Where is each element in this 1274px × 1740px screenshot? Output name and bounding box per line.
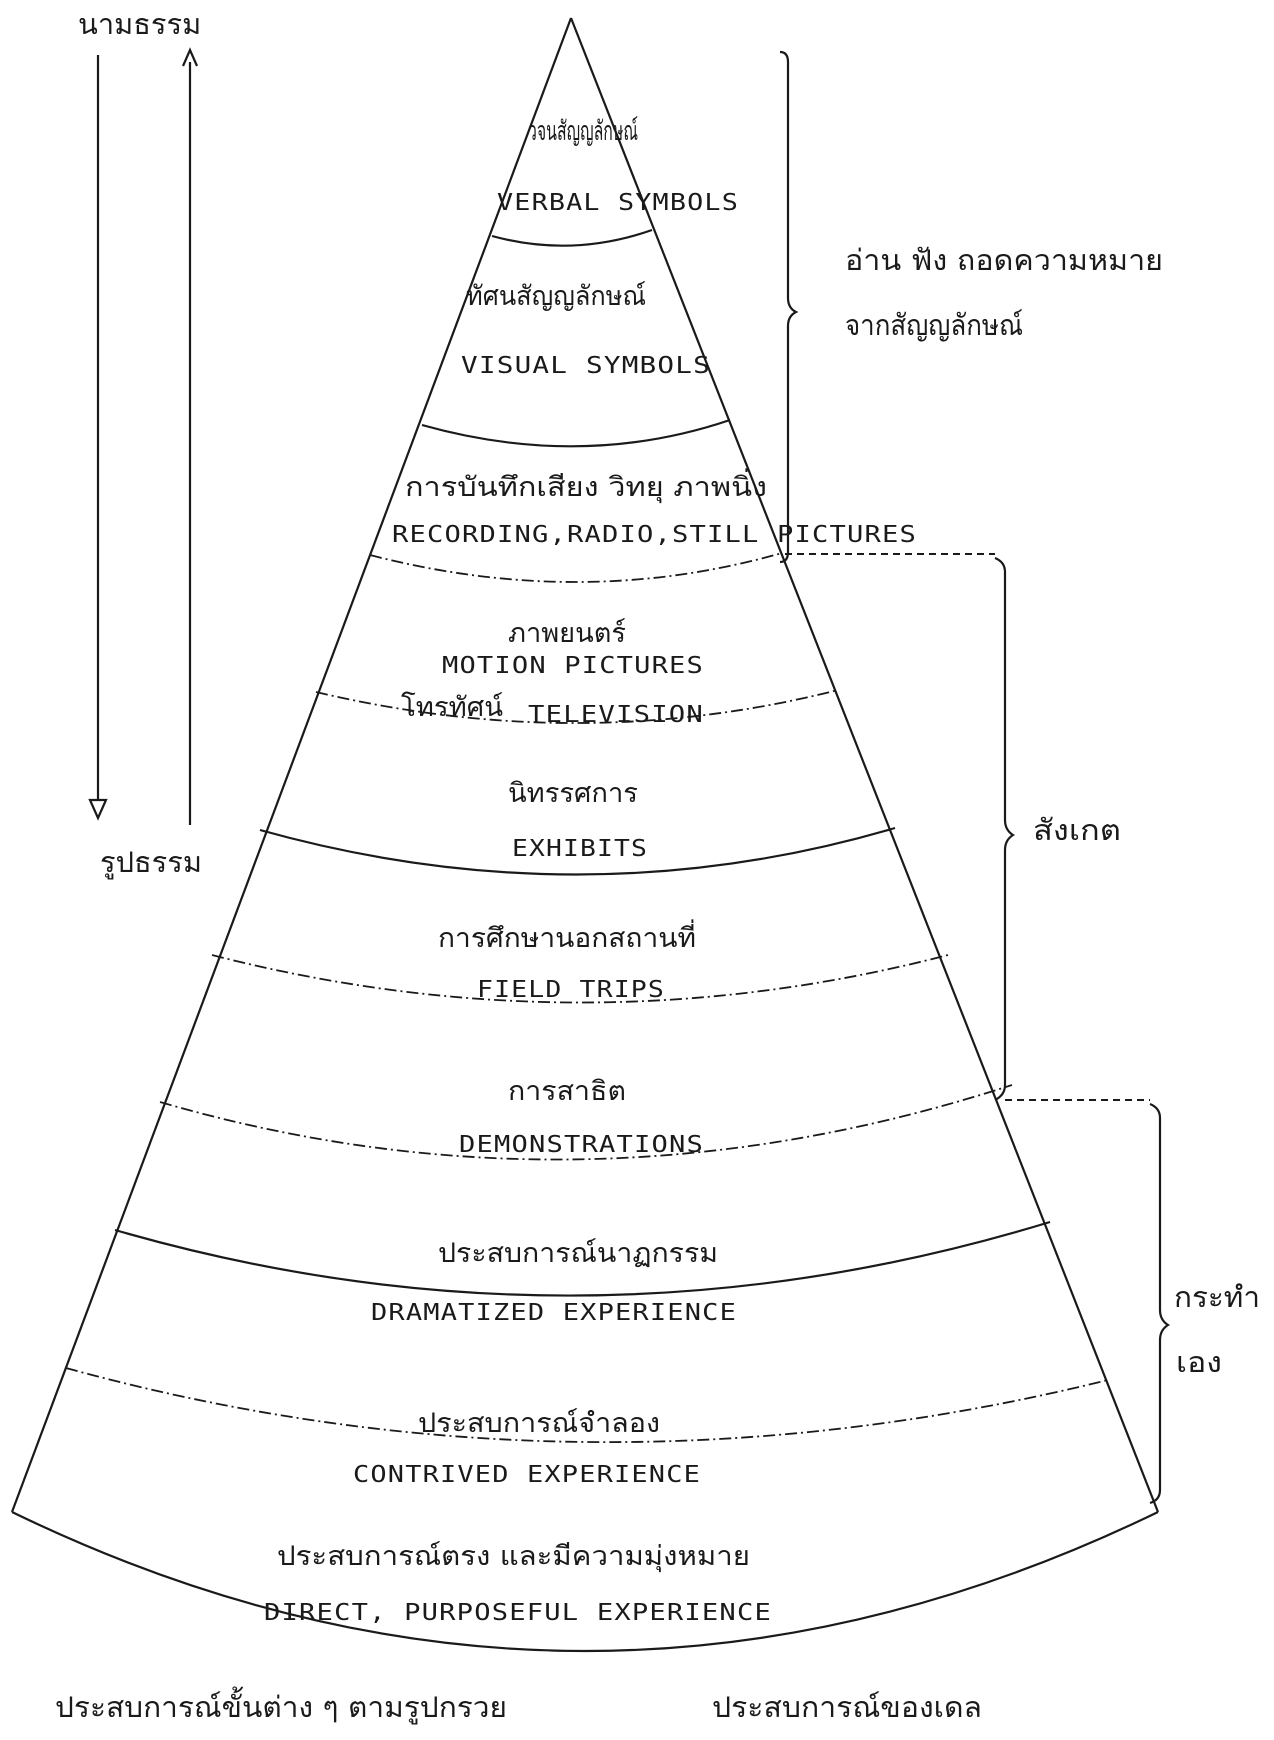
layer-contrived: ประสบการณ์จำลอง CONTRIVED EXPERIENCE <box>353 1407 701 1488</box>
layer-contrived-th: ประสบการณ์จำลอง <box>418 1407 660 1439</box>
layer-visual-en: VISUAL SYMBOLS <box>461 353 711 379</box>
layer-verbal-en: VERBAL SYMBOLS <box>497 190 739 216</box>
layer-verbal-th: วจนสัญญลักษณ์ <box>528 115 638 147</box>
doing-group-line2: เอง <box>1176 1345 1222 1379</box>
layer-motion-en: MOTION PICTURES <box>442 653 704 679</box>
arrow-up-icon <box>181 47 199 67</box>
abstract-concrete-arrows <box>88 47 199 825</box>
layer-recording-th: การบันทึกเสียง วิทยุ ภาพนิ่ง <box>405 468 767 504</box>
layer-dramatized: ประสบการณ์นาฏกรรม DRAMATIZED EXPERIENCE <box>371 1237 737 1326</box>
doing-bracket <box>1005 1099 1171 1505</box>
doing-group-line1: กระทำ <box>1174 1280 1260 1314</box>
layer-verbal: วจนสัญญลักษณ์ VERBAL SYMBOLS <box>497 115 739 216</box>
layer-motion-th: ภาพยนตร์ <box>508 617 626 649</box>
layer-demo-en: DEMONSTRATIONS <box>459 1132 704 1158</box>
observe-bracket <box>785 553 1016 1101</box>
observe-group-label: สังเกต <box>1033 813 1121 847</box>
symbols-bracket <box>779 50 799 564</box>
abstract-label: นามธรรม <box>78 7 201 41</box>
layer-exhibits-th: นิทรรศการ <box>508 778 638 809</box>
layer-television-th: โทรทัศน์ <box>401 691 503 723</box>
layer-field-th: การศึกษานอกสถานที่ <box>438 919 696 954</box>
caption-left: ประสบการณ์ขั้นต่าง ๆ ตามรูปกรวย <box>55 1686 507 1725</box>
layer-recording-en: RECORDING,RADIO,STILL PICTURES <box>392 522 917 548</box>
layer-motion: ภาพยนตร์ MOTION PICTURES โทรทัศน์ TELEVI… <box>401 617 704 728</box>
layer-demonstrations: การสาธิต DEMONSTRATIONS <box>459 1076 704 1158</box>
cone-outline <box>10 17 1160 1653</box>
arrow-down-icon <box>88 798 108 821</box>
layer-contrived-en: CONTRIVED EXPERIENCE <box>353 1462 701 1488</box>
layer-demo-th: การสาธิต <box>508 1076 626 1107</box>
layer-television-en: TELEVISION <box>528 702 704 728</box>
layer-field-en: FIELD TRIPS <box>477 977 665 1003</box>
layer-dividers <box>65 228 1109 1444</box>
concrete-label: รูปธรรม <box>100 845 202 880</box>
layer-dramatized-en: DRAMATIZED EXPERIENCE <box>371 1300 737 1326</box>
layer-direct: ประสบการณ์ตรง และมีความมุ่งหมาย DIRECT, … <box>264 1540 772 1626</box>
caption-right: ประสบการณ์ของเดล <box>712 1690 982 1724</box>
layer-dramatized-th: ประสบการณ์นาฏกรรม <box>438 1237 718 1269</box>
layer-recording: การบันทึกเสียง วิทยุ ภาพนิ่ง RECORDING,R… <box>392 468 917 548</box>
layer-direct-th: ประสบการณ์ตรง และมีความมุ่งหมาย <box>277 1540 750 1573</box>
layer-direct-en: DIRECT, PURPOSEFUL EXPERIENCE <box>264 1600 772 1626</box>
symbols-group-line1: อ่าน ฟัง ถอดความหมาย <box>845 243 1163 277</box>
layer-visual-th: ทัศนสัญญลักษณ์ <box>466 280 646 312</box>
layer-exhibits: นิทรรศการ EXHIBITS <box>508 778 648 862</box>
symbols-group-line2: จากสัญญลักษณ์ <box>845 308 1023 342</box>
layer-visual: ทัศนสัญญลักษณ์ VISUAL SYMBOLS <box>461 280 711 379</box>
layer-exhibits-en: EXHIBITS <box>512 836 648 862</box>
layer-field-trips: การศึกษานอกสถานที่ FIELD TRIPS <box>438 919 696 1003</box>
